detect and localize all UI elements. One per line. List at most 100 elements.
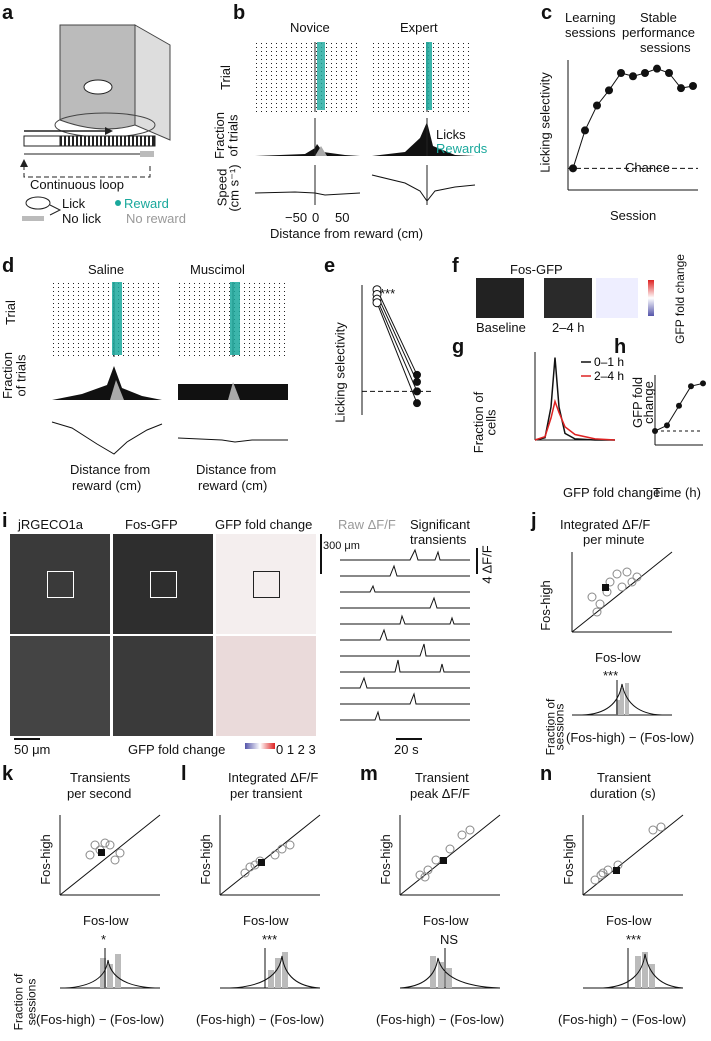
c-point [605, 86, 613, 95]
c-point [653, 64, 661, 73]
m-histogram [399, 948, 501, 989]
novice-title: Novice [290, 20, 330, 35]
j-sig: *** [603, 668, 619, 683]
no-reward-label: No reward [126, 211, 186, 226]
d-xlabel2-left: reward (cm) [72, 478, 142, 493]
chart-c [567, 60, 698, 191]
chart-e [361, 285, 432, 415]
k-hist-ylabel1: Fraction of [11, 973, 26, 1031]
i-cbar-label: GFP fold change [128, 742, 226, 757]
panel-label-f: f [452, 255, 459, 277]
e-sig: *** [380, 286, 396, 301]
n-hist-xlabel: (Fos-high) − (Fos-low) [558, 1012, 687, 1027]
j-hist-ylabel2: sessions [552, 703, 567, 751]
i-col1: jRGECO1a [18, 517, 84, 532]
i-df-scalebar [476, 548, 478, 574]
f-title: Fos-GFP [510, 262, 563, 277]
d-of-trials-ylabel: of trials [13, 354, 29, 397]
c-learning2: sessions [565, 25, 616, 40]
c-point [569, 164, 577, 173]
j-histogram [572, 680, 672, 716]
panel-label-h: h [614, 336, 627, 358]
i-fosgfp-zoom [113, 636, 213, 736]
panel-label-b: b [233, 2, 246, 24]
e-muscimol-point [413, 377, 421, 386]
reward-label: Reward [124, 196, 169, 211]
h-xlabel: Time (h) [653, 485, 701, 500]
raster-saline [52, 282, 162, 357]
fold-change-image [596, 278, 638, 318]
m-xlabel: Fos-low [423, 913, 469, 928]
lick-histogram-b [255, 118, 475, 156]
c-line [572, 68, 694, 169]
e-saline-point [372, 298, 382, 308]
l-histogram [220, 948, 321, 989]
i-foldchange-zoom [216, 636, 316, 736]
panel-label-a: a [2, 2, 14, 24]
n-sig: *** [626, 932, 642, 947]
i-fosgfp-image [113, 534, 213, 634]
k-scatter [59, 814, 161, 896]
b-xtick-neg50: −50 [285, 210, 308, 225]
panel-label-d: d [2, 255, 15, 277]
i-sig2: transients [410, 532, 467, 547]
saline-title: Saline [88, 262, 125, 277]
m-sig: NS [440, 932, 459, 947]
h-point [664, 422, 670, 429]
h-point [652, 428, 658, 434]
m-scatter [399, 814, 501, 896]
j-title2: per minute [583, 532, 645, 547]
e-muscimol-point [413, 399, 421, 408]
panel-label-k: k [2, 763, 14, 785]
k-sig: * [101, 932, 107, 947]
i-scalebar-50 [14, 738, 40, 740]
j-title1: Integrated ΔF/F [560, 517, 651, 532]
panel-label-c: c [541, 2, 553, 24]
h-point [688, 383, 694, 390]
n-scatter [582, 814, 684, 896]
i-scalebar-300 [320, 534, 322, 574]
l-xlabel: Fos-low [243, 913, 289, 928]
licks-legend: Licks [436, 127, 466, 142]
k-ylabel: Fos-high [37, 834, 53, 885]
g-ylabel2: cells [483, 409, 499, 436]
c-learning: Learning [565, 10, 616, 25]
expert-title: Expert [400, 20, 438, 35]
j-ylabel: Fos-high [537, 580, 553, 631]
c-point [665, 69, 673, 77]
of-trials-ylabel: of trials [225, 114, 241, 157]
m-hist-xlabel: (Fos-high) − (Fos-low) [376, 1012, 505, 1027]
c-stable: Stable [640, 10, 677, 25]
fos-after-image [544, 278, 592, 318]
i-traces [340, 548, 470, 721]
c-chance: Chance [625, 160, 670, 175]
panel-label-e: e [324, 255, 336, 277]
c-point [641, 69, 649, 77]
treadmill-illustration [20, 24, 171, 221]
l-title1: Integrated ΔF/F [228, 770, 319, 785]
e-pair-line [376, 298, 418, 392]
d-xlabel1-right: Distance from [196, 462, 277, 477]
e-pair-line [376, 302, 418, 404]
i-col2: Fos-GFP [125, 517, 178, 532]
muscimol-title: Muscimol [190, 262, 245, 277]
j-scatter [571, 551, 673, 633]
l-scatter [219, 814, 321, 896]
h-point [676, 402, 682, 409]
c-stable2: performance [622, 25, 695, 40]
l-hist-xlabel: (Fos-high) − (Fos-low) [196, 1012, 325, 1027]
i-scale-um: 300 μm [323, 540, 360, 552]
d-xlabel1-left: Distance from [70, 462, 151, 477]
g-legend-text: 2–4 h [594, 369, 624, 383]
b-xtick-0: 0 [312, 210, 320, 225]
i-colorbar [245, 743, 275, 749]
k-title1: Transients [70, 770, 131, 785]
i-scale-50: 50 μm [14, 742, 51, 757]
d-xlabel2-right: reward (cm) [198, 478, 268, 493]
l-ylabel: Fos-high [197, 834, 213, 885]
i-cbar-ticks: 0 1 2 3 [276, 742, 316, 757]
l-title2: per transient [230, 786, 303, 801]
chart-g: 0–1 h2–4 h [534, 352, 624, 441]
h-ylabel2: change [640, 381, 656, 424]
raster-muscimol [178, 282, 288, 357]
